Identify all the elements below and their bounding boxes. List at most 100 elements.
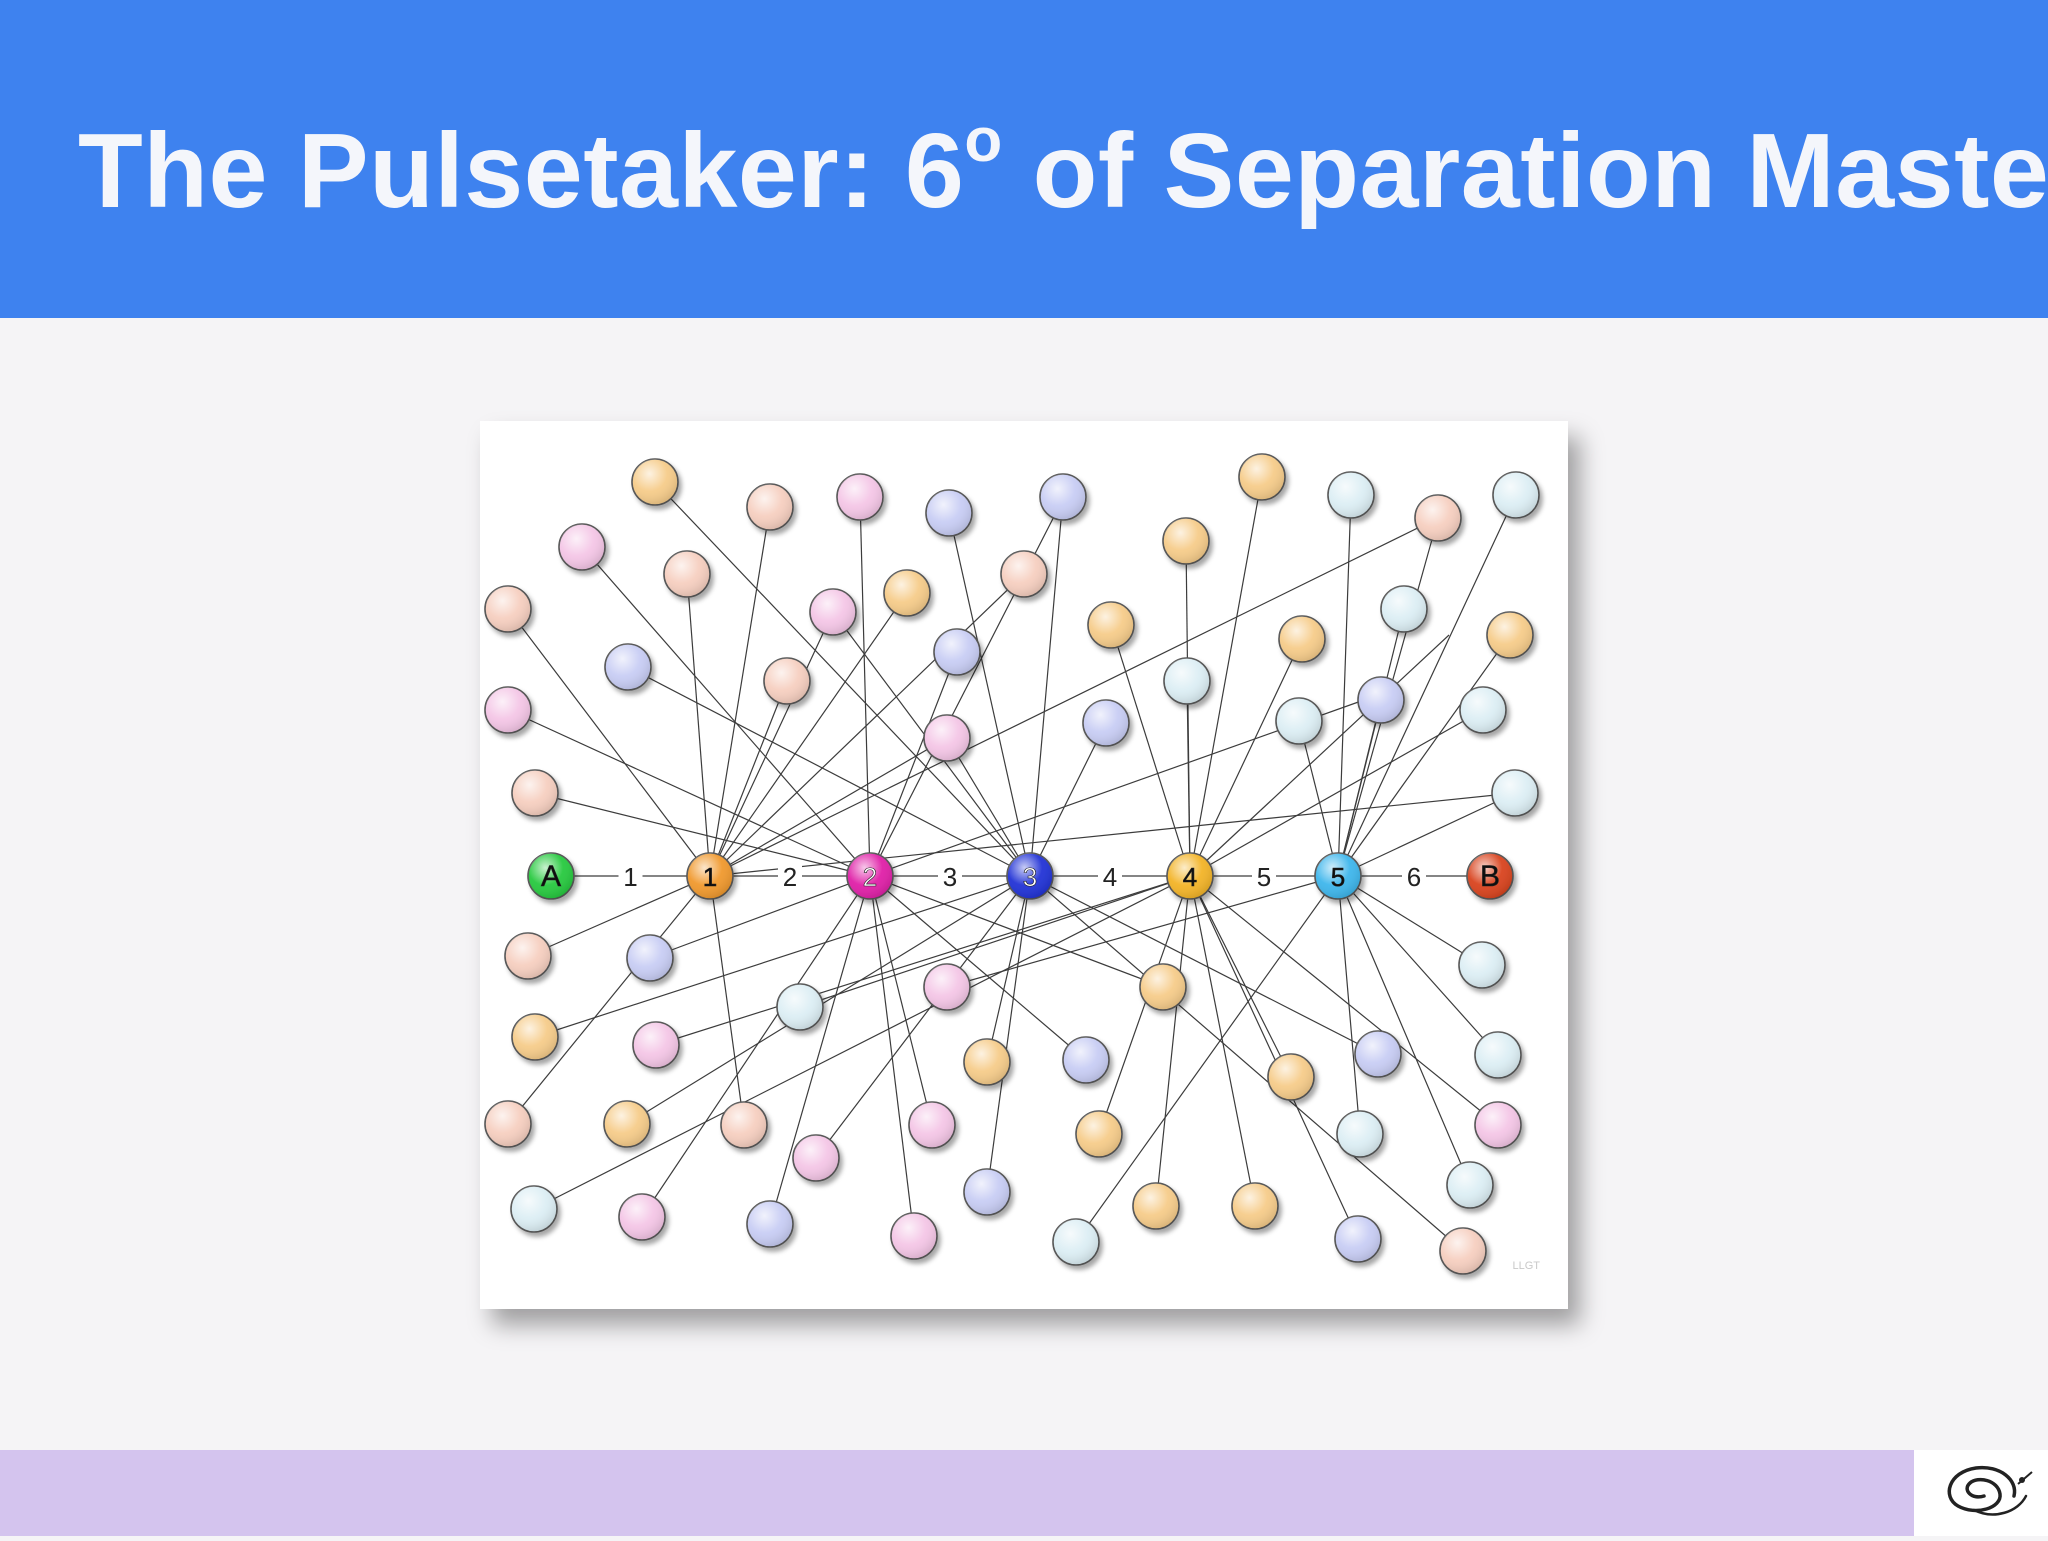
network-node [1354, 1030, 1402, 1078]
network-node [558, 523, 606, 571]
edge-label: 2 [783, 862, 797, 892]
network-edge [1029, 875, 1379, 1055]
chain-node-label: 2 [863, 862, 877, 892]
network-edge [1029, 722, 1107, 877]
network-node [925, 489, 973, 537]
network-edge [534, 875, 1031, 1038]
chain-node-label: 3 [1023, 862, 1037, 892]
network-edge [649, 875, 871, 959]
network-node [511, 1013, 559, 1061]
spiral-logo-icon [1947, 1465, 2033, 1516]
network-edge [709, 875, 745, 1126]
network-edge [1029, 496, 1064, 877]
degree-symbol: o [964, 106, 1003, 175]
edge-label: 3 [943, 862, 957, 892]
spiral-logo [1914, 1450, 2048, 1536]
edge-label-bg [938, 861, 962, 891]
network-edge [1189, 875, 1359, 1240]
network-edge [709, 611, 834, 877]
network-node [746, 483, 794, 531]
network-node [963, 1168, 1011, 1216]
network-node [1459, 686, 1507, 734]
network-node [1163, 657, 1211, 705]
network-edge [709, 680, 788, 877]
network-edge [1189, 476, 1263, 877]
network-edge [986, 875, 1031, 1063]
network-edge [1189, 875, 1292, 1078]
network-node [1336, 1110, 1384, 1158]
network-node [604, 643, 652, 691]
network-edge [1337, 699, 1382, 877]
network-node [631, 458, 679, 506]
network-node [1162, 517, 1210, 565]
network-node [1231, 1182, 1279, 1230]
network-node [1446, 1161, 1494, 1209]
diagram-watermark: LLGT [1512, 1260, 1540, 1272]
network-node [1267, 1053, 1315, 1101]
chain-node-n1: 1 [686, 852, 734, 900]
network-node [836, 473, 884, 521]
network-edge [869, 875, 915, 1237]
network-node [504, 932, 552, 980]
network-edge [1337, 494, 1352, 877]
network-edge [641, 875, 871, 1218]
network-node [1474, 1101, 1522, 1149]
network-edge [527, 875, 711, 957]
edge-label-bg [1098, 861, 1122, 891]
network-edge [709, 573, 1025, 877]
network-edge [686, 573, 711, 877]
network-edge [946, 875, 1339, 988]
network-edge [869, 875, 933, 1126]
network-edge [1337, 792, 1516, 877]
network-node [1486, 611, 1534, 659]
network-node [1039, 473, 1087, 521]
network-edge [1110, 624, 1191, 877]
network-edge [1337, 634, 1511, 877]
chain-node-A: A [527, 852, 575, 900]
network-edge [1298, 720, 1339, 877]
network-edge [709, 517, 1439, 877]
network-edge [1075, 875, 1339, 1243]
network-edge [709, 506, 771, 877]
edge-label: 6 [1407, 862, 1421, 892]
network-node [1439, 1227, 1487, 1275]
network-edge [507, 875, 711, 1125]
network-node [1275, 697, 1323, 745]
edge-label-bg [618, 861, 643, 891]
network-node [1357, 676, 1405, 724]
network-node [484, 686, 532, 734]
network-node [809, 588, 857, 636]
network-node [1238, 453, 1286, 501]
network-node [1492, 471, 1540, 519]
network-node [1491, 769, 1539, 817]
network-node [603, 1100, 651, 1148]
network-edge [581, 546, 871, 877]
network-node [746, 1200, 794, 1248]
network-edge [869, 651, 958, 877]
chain-node-label: 1 [703, 862, 717, 892]
network-edge [1189, 875, 1499, 1126]
network-edge [709, 737, 948, 877]
chain-node-n2: 2 [846, 852, 894, 900]
network-node [632, 1021, 680, 1069]
network-node [1000, 550, 1048, 598]
network-node [923, 963, 971, 1011]
network-node [720, 1101, 768, 1149]
network-node [484, 1100, 532, 1148]
network-edge [1337, 875, 1483, 966]
network-node [776, 983, 824, 1031]
chain-node-label: 5 [1331, 862, 1345, 892]
network-edge [1337, 875, 1471, 1186]
network-edge [1189, 638, 1303, 877]
network-edge [655, 875, 1191, 1046]
network-node [1087, 601, 1135, 649]
network-edge [769, 875, 871, 1225]
network-edge [1337, 875, 1499, 1056]
edge-label-bg [1252, 861, 1276, 891]
network-node [933, 628, 981, 676]
network-node [1062, 1036, 1110, 1084]
network-node [1414, 494, 1462, 542]
network-node [1458, 941, 1506, 989]
network-edge [799, 875, 1191, 1008]
